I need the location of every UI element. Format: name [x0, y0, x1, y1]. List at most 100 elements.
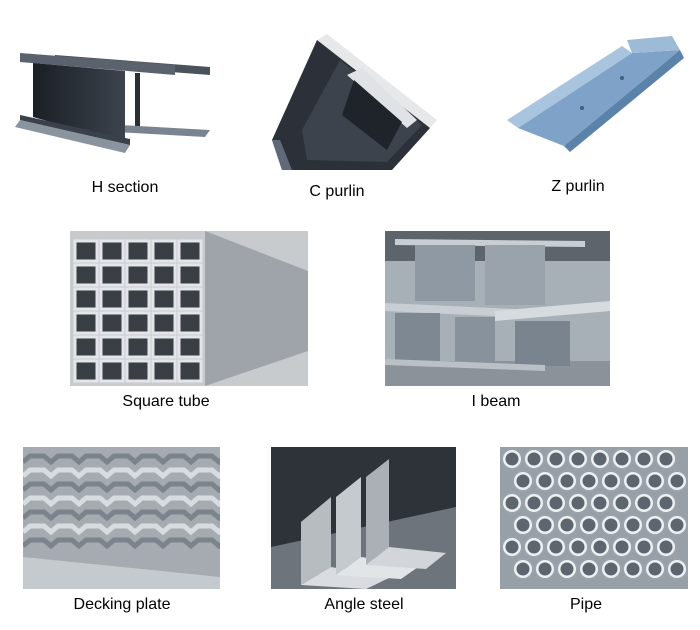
angle-steel-image: [271, 447, 456, 589]
square-tube-cell: [125, 239, 151, 263]
pipe-bore: [670, 562, 684, 576]
i-beam-image: [385, 231, 610, 386]
pipe-bore: [582, 518, 596, 532]
square-tube-cell: [151, 287, 177, 311]
pipe-bore: [615, 452, 629, 466]
pipe-bore: [648, 518, 662, 532]
pipe-bore: [560, 518, 574, 532]
square-tube-cell: [177, 359, 203, 383]
pipe-bore: [659, 452, 673, 466]
product-label-pipe: Pipe: [569, 596, 603, 613]
square-tube-cell: [73, 239, 99, 263]
pipe-bundle: [501, 448, 688, 580]
square-tube-cell: [73, 287, 99, 311]
decking-plate-waves: [23, 453, 220, 550]
square-tube-cell: [99, 239, 125, 263]
decking-plate-rib: [23, 523, 220, 536]
pipe-bore: [604, 562, 618, 576]
pipe-bore: [582, 474, 596, 488]
square-tube-cell: [99, 335, 125, 359]
pipe-bore: [560, 562, 574, 576]
square-tube-cell: [125, 263, 151, 287]
square-tube-cell: [125, 335, 151, 359]
pipe-bore: [516, 562, 530, 576]
square-tube-cell: [73, 263, 99, 287]
decking-plate-rib: [23, 453, 220, 466]
square-tube-cell: [125, 311, 151, 335]
pipe-bore: [516, 518, 530, 532]
decking-plate-rib: [23, 467, 220, 480]
pipe-bore: [593, 540, 607, 554]
square-tube-image: [70, 231, 308, 386]
pipe-bore: [538, 518, 552, 532]
c-purlin-image: [262, 20, 442, 175]
product-label-angle-steel: Angle steel: [324, 596, 404, 613]
pipe-bore: [560, 474, 574, 488]
square-tube-cell: [99, 263, 125, 287]
z-purlin-image: [502, 28, 687, 153]
decking-plate-image: [23, 447, 220, 589]
pipe-bore: [571, 540, 585, 554]
pipe-bore: [670, 518, 684, 532]
pipe-bore: [527, 496, 541, 510]
pipe-bore: [637, 540, 651, 554]
pipe-bore: [659, 496, 673, 510]
pipe-bore: [527, 452, 541, 466]
pipe-bore: [505, 452, 519, 466]
pipe-bore: [626, 474, 640, 488]
product-label-decking-plate: Decking plate: [73, 596, 171, 613]
pipe-image: [500, 447, 688, 589]
pipe-bore: [626, 562, 640, 576]
square-tube-cell: [151, 359, 177, 383]
product-label-square-tube: Square tube: [122, 393, 210, 410]
pipe-bore: [582, 562, 596, 576]
pipe-bore: [538, 474, 552, 488]
pipe-bore: [593, 496, 607, 510]
square-tube-cell: [125, 359, 151, 383]
square-tube-cell: [177, 287, 203, 311]
pipe-bore: [604, 474, 618, 488]
pipe-bore: [637, 452, 651, 466]
square-tube-cell: [73, 311, 99, 335]
square-tube-cell: [177, 335, 203, 359]
decking-plate-rib: [23, 537, 220, 550]
pipe-bore: [505, 496, 519, 510]
square-tube-cell: [151, 335, 177, 359]
decking-plate-rib: [23, 509, 220, 522]
pipe-bore: [538, 562, 552, 576]
pipe-bore: [549, 540, 563, 554]
pipe-bore: [615, 496, 629, 510]
product-label-i-beam: I beam: [471, 393, 521, 410]
pipe-bore: [626, 518, 640, 532]
product-label-z-purlin: Z purlin: [551, 178, 605, 195]
square-tube-cell: [151, 311, 177, 335]
square-tube-cell: [177, 263, 203, 287]
pipe-bore: [527, 540, 541, 554]
pipe-bore: [516, 474, 530, 488]
pipe-bore: [549, 496, 563, 510]
pipe-bore: [505, 540, 519, 554]
pipe-bore: [549, 452, 563, 466]
square-tube-cell: [99, 359, 125, 383]
decking-plate-rib: [23, 481, 220, 494]
decking-plate-rib: [23, 495, 220, 508]
product-label-h-section: H section: [91, 179, 159, 196]
pipe-bore: [637, 496, 651, 510]
square-tube-grid: [73, 239, 203, 383]
square-tube-cell: [177, 239, 203, 263]
square-tube-cell: [151, 263, 177, 287]
h-section-image: [15, 35, 215, 160]
pipe-bore: [659, 540, 673, 554]
pipe-bore: [615, 540, 629, 554]
square-tube-cell: [73, 335, 99, 359]
product-label-c-purlin: C purlin: [309, 183, 365, 200]
square-tube-cell: [73, 359, 99, 383]
pipe-bore: [593, 452, 607, 466]
pipe-bore: [571, 496, 585, 510]
square-tube-cell: [177, 311, 203, 335]
pipe-bore: [604, 518, 618, 532]
square-tube-cell: [151, 239, 177, 263]
pipe-bore: [670, 474, 684, 488]
square-tube-cell: [125, 287, 151, 311]
pipe-bore: [648, 474, 662, 488]
